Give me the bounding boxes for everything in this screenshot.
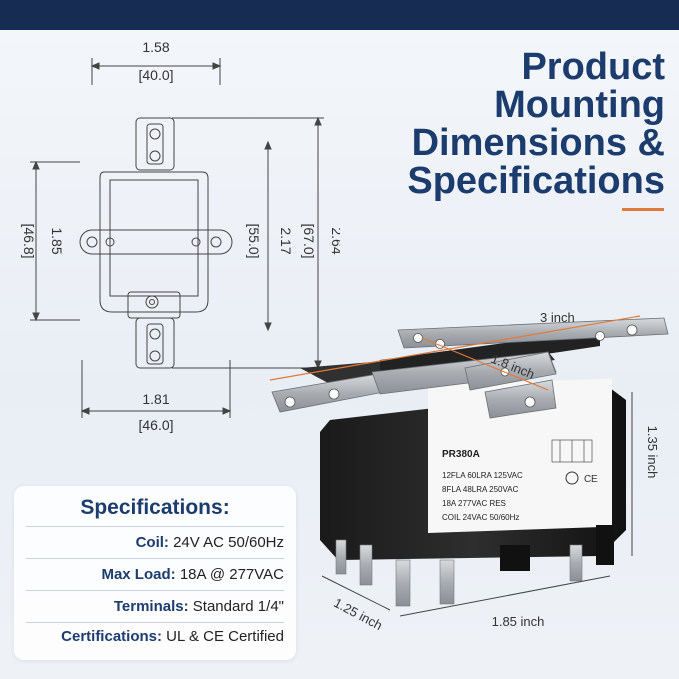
relay-product-image: 3 inch 1.8 inch 1.35 inch 1.25 inch 1.85… <box>269 310 669 633</box>
top-width-mm: [40.0] <box>138 67 173 83</box>
left-height-mm: [46.8] <box>21 223 37 258</box>
title-line-4: Specifications <box>407 160 665 202</box>
left-height-in: 1.85 <box>49 227 65 254</box>
spec-row-max-load: Max Load: 18A @ 277VAC <box>14 566 284 583</box>
label-line-1: 12FLA 60LRA 125VAC <box>442 471 523 480</box>
divider <box>26 622 284 623</box>
divider <box>26 526 284 527</box>
dim-depth: 1.25 inch <box>331 595 385 633</box>
label-line-4: COIL 24VAC 50/60Hz <box>442 513 519 522</box>
top-banner <box>0 0 679 30</box>
spec-value: Standard 1/4" <box>192 598 284 615</box>
spec-label: Coil: <box>135 534 169 551</box>
spec-row-coil: Coil: 24V AC 50/60Hz <box>14 534 284 551</box>
title-line-1: Product <box>521 46 665 88</box>
spec-row-certifications: Certifications: UL & CE Certified <box>14 628 284 645</box>
spec-label: Certifications: <box>61 628 162 645</box>
top-width-in: 1.58 <box>142 39 169 55</box>
divider <box>26 558 284 559</box>
spec-value: 24V AC 50/60Hz <box>173 534 284 551</box>
dim-height: 1.35 inch <box>645 426 660 479</box>
model-number: PR380A <box>442 449 480 460</box>
spec-value: UL & CE Certified <box>166 628 284 645</box>
spec-label: Max Load: <box>101 566 176 583</box>
label-line-2: 8FLA 48LRA 250VAC <box>442 485 519 494</box>
bottom-width-mm: [46.0] <box>138 417 173 433</box>
specifications-card: Specifications: Coil: 24V AC 50/60Hz Max… <box>14 486 296 660</box>
divider <box>26 590 284 591</box>
mounting-drawing: 1.58 [40.0] 1.81 [46.0] [46.8] 1.85 [55.… <box>21 39 340 433</box>
title-line-2: Mounting <box>494 84 665 126</box>
right-height-in: 2.64 <box>329 227 340 254</box>
page-title: Product Mounting Dimensions & Specificat… <box>407 48 665 200</box>
dim-length: 3 inch <box>540 310 575 325</box>
svg-text:E: E <box>591 474 598 485</box>
title-line-3: Dimensions & <box>411 122 665 164</box>
wiring-schematic-icon <box>551 439 593 463</box>
spec-label: Terminals: <box>113 598 189 615</box>
spec-value: 18A @ 277VAC <box>179 566 284 583</box>
bottom-width-in: 1.81 <box>142 391 169 407</box>
mid-height-mm: [55.0] <box>246 223 262 258</box>
label-line-3: 18A 277VAC RES <box>442 499 506 508</box>
dim-width: 1.85 inch <box>492 614 545 629</box>
spec-row-terminals: Terminals: Standard 1/4" <box>14 598 284 615</box>
svg-text:C: C <box>584 474 591 485</box>
specifications-heading: Specifications: <box>80 496 230 519</box>
title-accent-line <box>622 208 664 211</box>
mid-height-in: 2.17 <box>278 227 294 254</box>
ul-ce-certification-icon: C E <box>565 471 598 485</box>
right-height-mm: [67.0] <box>301 223 317 258</box>
